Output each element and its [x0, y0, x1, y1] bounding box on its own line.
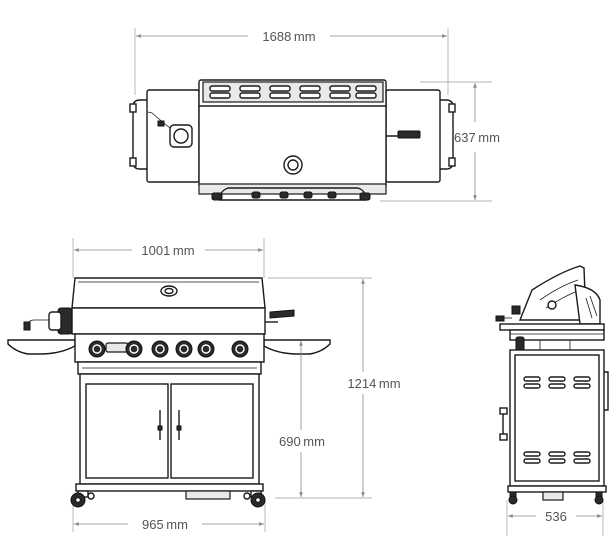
front-counter-height-label: 690 mm	[279, 434, 325, 449]
front-base-width-label: 965 mm	[142, 517, 188, 532]
top-thermometer-icon	[283, 155, 303, 175]
front-wheels	[70, 490, 266, 508]
control-knobs	[88, 340, 249, 358]
front-view: 1001 mm 1214 mm 690 mm 965 mm	[7, 238, 401, 532]
top-depth-label: 637 mm	[454, 130, 500, 145]
front-total-height-label: 1214 mm	[347, 376, 400, 391]
front-thermometer-icon	[160, 285, 178, 297]
front-hood-width-label: 1001 mm	[141, 243, 194, 258]
side-view: 536	[495, 265, 609, 536]
top-width-label: 1688 mm	[262, 29, 315, 44]
top-vents	[209, 85, 377, 99]
side-depth-label: 536	[545, 509, 567, 524]
side-vents	[523, 376, 591, 464]
top-view: 1688 mm 637 mm	[129, 28, 500, 202]
